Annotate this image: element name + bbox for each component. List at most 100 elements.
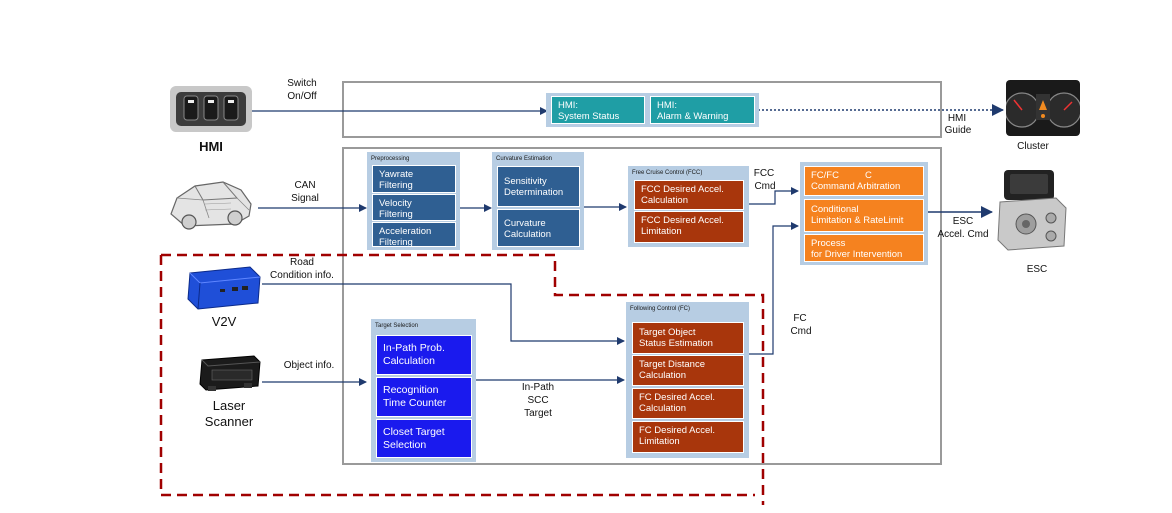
fc-limit-line-1: FC Desired Accel. bbox=[639, 425, 716, 436]
recog-line-1: Recognition bbox=[383, 384, 439, 396]
object-label: Object info. bbox=[283, 360, 335, 371]
fc-cmd-label-1: FC bbox=[793, 313, 807, 324]
curvature-title: Curvature Estimation bbox=[496, 156, 553, 162]
esc-cmd-label-2: Accel. Cmd bbox=[937, 229, 989, 240]
velocity-line-1: Velocity bbox=[379, 198, 412, 209]
inpath-prob-block: In-Path Prob. Calculation bbox=[376, 335, 472, 375]
laser-label-2: Scanner bbox=[204, 414, 254, 429]
fcc-cmd-label-2: Cmd bbox=[754, 181, 776, 192]
curv-line-1: Curvature bbox=[504, 218, 546, 229]
acceleration-filtering-block: Acceleration Filtering bbox=[372, 222, 456, 248]
hmi-system-status-block: HMI: System Status bbox=[551, 96, 645, 124]
fcc-limit-block: FCC Desired Accel. Limitation bbox=[634, 211, 744, 243]
fcc-cmd-label-1: FCC bbox=[753, 168, 775, 179]
target-object-block: Target Object Status Estimation bbox=[632, 322, 744, 354]
road-label-1: Road bbox=[290, 257, 314, 268]
arrow-road bbox=[262, 283, 625, 345]
fcc-calc-block: FCC Desired Accel. Calculation bbox=[634, 180, 744, 210]
cmd-line-c: C bbox=[864, 170, 872, 181]
sens-line-2: Determination bbox=[504, 187, 564, 198]
curv-line-2: Calculation bbox=[504, 229, 551, 240]
cond-line-1: Conditional bbox=[811, 204, 859, 215]
switch-label-2: On/Off bbox=[287, 91, 317, 102]
recog-line-2: Time Counter bbox=[383, 397, 447, 409]
cluster-gauge-icon bbox=[1006, 80, 1080, 136]
main-frame bbox=[342, 147, 942, 465]
hmi-status-line-2: System Status bbox=[558, 111, 620, 122]
fc-obj-line-2: Status Estimation bbox=[639, 338, 713, 349]
v2v-device-icon bbox=[187, 266, 261, 310]
road-label-2: Condition info. bbox=[270, 270, 334, 281]
accel-line-1: Acceleration bbox=[379, 226, 432, 237]
cmd-line-1: FC/FC bbox=[811, 170, 839, 181]
fc-calc-line-1: FC Desired Accel. bbox=[639, 392, 716, 403]
cond-line-2: Limitation & RateLimit bbox=[811, 215, 904, 226]
yawrate-line-2: Filtering bbox=[379, 180, 413, 191]
closet-line-1: Closet Target bbox=[383, 426, 445, 438]
laser-scanner-icon bbox=[199, 355, 261, 391]
target-distance-block: Target Distance Calculation bbox=[632, 355, 744, 386]
inpath-prob-line-1: In-Path Prob. bbox=[383, 342, 445, 354]
hmi-status-line-1: HMI: bbox=[558, 100, 579, 111]
fcc-calc-line-2: Calculation bbox=[641, 195, 688, 206]
accel-line-2: Filtering bbox=[379, 237, 413, 248]
hmi-alarm-warning-block: HMI: Alarm & Warning bbox=[650, 96, 755, 124]
fc-dist-line-2: Calculation bbox=[639, 370, 686, 381]
inpath-label-1: In-Path bbox=[521, 382, 555, 393]
preprocessing-title: Preprocessing bbox=[371, 156, 410, 162]
inpath-prob-line-2: Calculation bbox=[383, 355, 435, 367]
esc-label: ESC bbox=[1026, 264, 1048, 275]
yawrate-line-1: Yawrate bbox=[379, 169, 414, 180]
proc-line-1: Process bbox=[811, 238, 846, 249]
inpath-label-3: Target bbox=[524, 408, 552, 419]
conditional-limitation-block: Conditional Limitation & RateLimit bbox=[804, 199, 924, 232]
target-title: Target Selection bbox=[375, 323, 419, 329]
velocity-line-2: Filtering bbox=[379, 209, 413, 220]
sensitivity-block: Sensitivity Determination bbox=[497, 166, 580, 207]
esc-cmd-label-1: ESC bbox=[952, 216, 974, 227]
v2v-laser-boundary bbox=[159, 253, 765, 505]
v2v-label: V2V bbox=[211, 314, 237, 329]
sens-line-1: Sensitivity bbox=[504, 176, 547, 187]
recognition-time-block: Recognition Time Counter bbox=[376, 377, 472, 417]
hmi-guide-label-1: HMI bbox=[947, 113, 967, 124]
fc-limit-block: FC Desired Accel. Limitation bbox=[632, 421, 744, 453]
velocity-filtering-block: Velocity Filtering bbox=[372, 194, 456, 221]
cluster-label: Cluster bbox=[1017, 141, 1049, 152]
hmi-frame bbox=[342, 81, 942, 138]
hmi-alarm-line-1: HMI: bbox=[657, 100, 678, 111]
fc-calc-line-2: Calculation bbox=[639, 403, 686, 414]
fcc-limit-line-1: FCC Desired Accel. bbox=[641, 215, 724, 226]
command-arbitration-block: FC/FC C Command Arbitration bbox=[804, 166, 924, 196]
hmi-alarm-line-2: Alarm & Warning bbox=[657, 111, 729, 122]
fc-title: Following Control (FC) bbox=[630, 306, 691, 312]
curvature-calc-block: Curvature Calculation bbox=[497, 209, 580, 247]
fcc-title: Free Cruise Control (FCC) bbox=[632, 170, 703, 176]
closet-line-2: Selection bbox=[383, 439, 427, 451]
laser-label-1: Laser bbox=[212, 398, 246, 413]
closet-target-block: Closet Target Selection bbox=[376, 419, 472, 458]
arrow-fcc-cmd bbox=[749, 187, 799, 205]
fc-calc-block: FC Desired Accel. Calculation bbox=[632, 388, 744, 419]
yawrate-filtering-block: Yawrate Filtering bbox=[372, 165, 456, 193]
hmi-switch-icon bbox=[170, 86, 252, 132]
car-icon bbox=[170, 181, 252, 230]
hmi-guide-label-2: Guide bbox=[944, 125, 972, 136]
fc-limit-line-2: Limitation bbox=[639, 436, 680, 447]
fcc-calc-line-1: FCC Desired Accel. bbox=[641, 184, 724, 195]
arrow-fc-cmd bbox=[749, 222, 799, 355]
fc-dist-line-1: Target Distance bbox=[639, 359, 706, 370]
fc-cmd-label-2: Cmd bbox=[790, 326, 812, 337]
hmi-label: HMI bbox=[199, 139, 223, 154]
cmd-line-1-row: FC/FC C bbox=[811, 170, 917, 181]
switch-label-1: Switch bbox=[287, 78, 317, 89]
driver-intervention-block: Process for Driver Intervention bbox=[804, 234, 924, 262]
proc-line-2: for Driver Intervention bbox=[811, 249, 903, 260]
can-label-1: CAN bbox=[294, 180, 316, 191]
inpath-label-2: SCC bbox=[527, 395, 549, 406]
fc-obj-line-1: Target Object bbox=[639, 327, 696, 338]
can-label-2: Signal bbox=[291, 193, 319, 204]
cmd-line-2: Command Arbitration bbox=[811, 181, 901, 192]
esc-module-icon bbox=[997, 170, 1067, 251]
